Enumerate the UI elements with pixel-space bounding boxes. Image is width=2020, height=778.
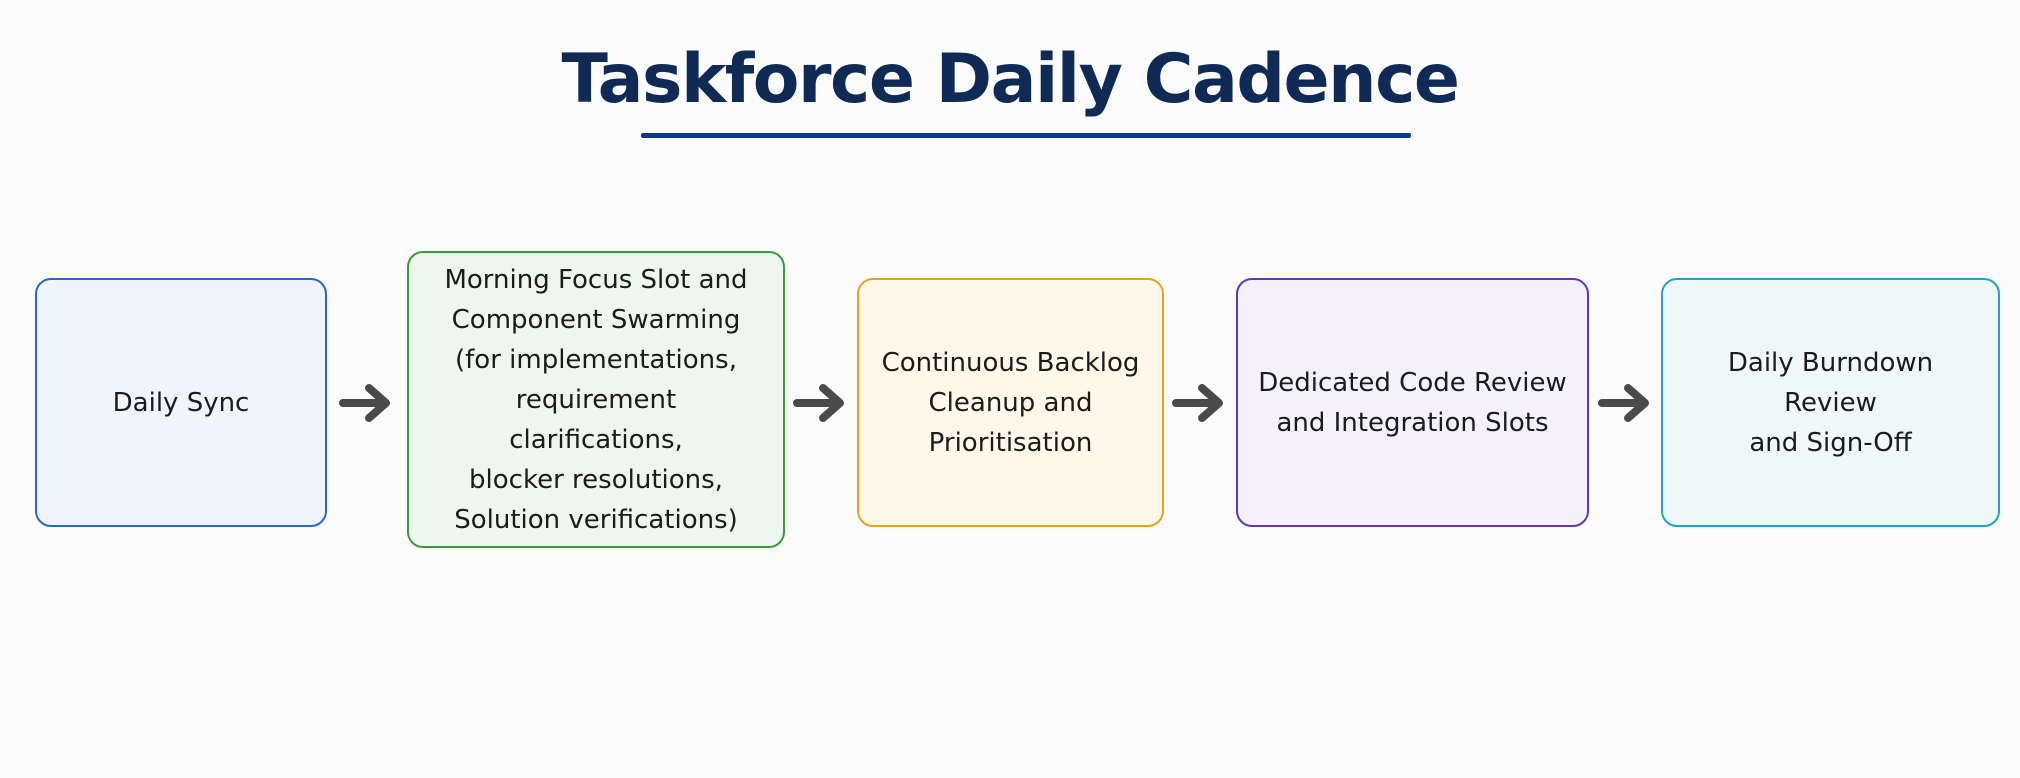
step-code-review-integration: Dedicated Code Review and Integration Sl… (1236, 278, 1589, 527)
right-arrow-icon (339, 384, 390, 422)
right-arrow-icon (1172, 384, 1223, 422)
diagram-title: Taskforce Daily Cadence (561, 40, 1460, 119)
step-morning-focus-slot: Morning Focus Slot and Component Swarmin… (407, 251, 785, 548)
right-arrow-icon (793, 384, 844, 422)
step-burndown-review: Daily Burndown Review and Sign-Off (1661, 278, 2000, 527)
step-backlog-cleanup: Continuous Backlog Cleanup and Prioritis… (857, 278, 1164, 527)
step-daily-sync: Daily Sync (35, 278, 327, 527)
right-arrow-icon (1598, 384, 1649, 422)
title-underline (641, 133, 1411, 138)
